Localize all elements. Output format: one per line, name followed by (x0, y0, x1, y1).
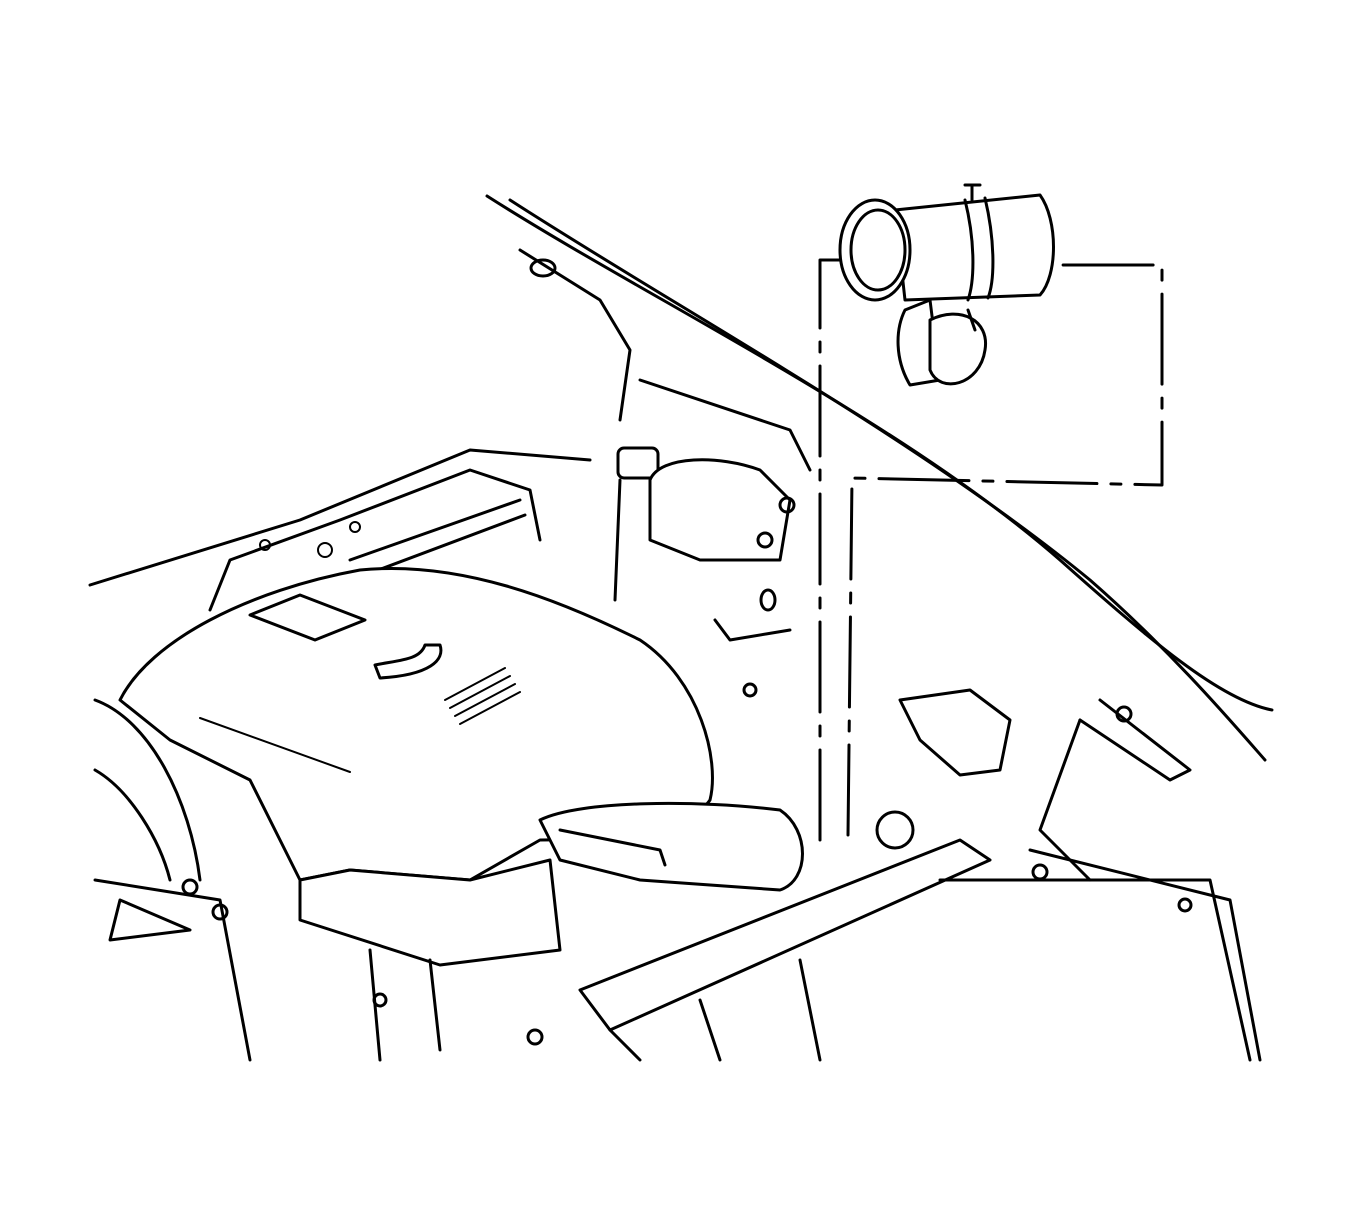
radiator-support (578, 698, 1262, 1062)
engine-cover (118, 566, 714, 967)
sensor-bracket (713, 618, 1012, 850)
hood (485, 194, 1274, 762)
coolant-reservoir (613, 446, 796, 612)
left-strut-tower (93, 698, 544, 1062)
cowl-panel (88, 448, 592, 612)
intake-duct-installed (538, 801, 804, 892)
callout-leader (818, 258, 1164, 842)
intake-duct-detail (838, 183, 1055, 387)
